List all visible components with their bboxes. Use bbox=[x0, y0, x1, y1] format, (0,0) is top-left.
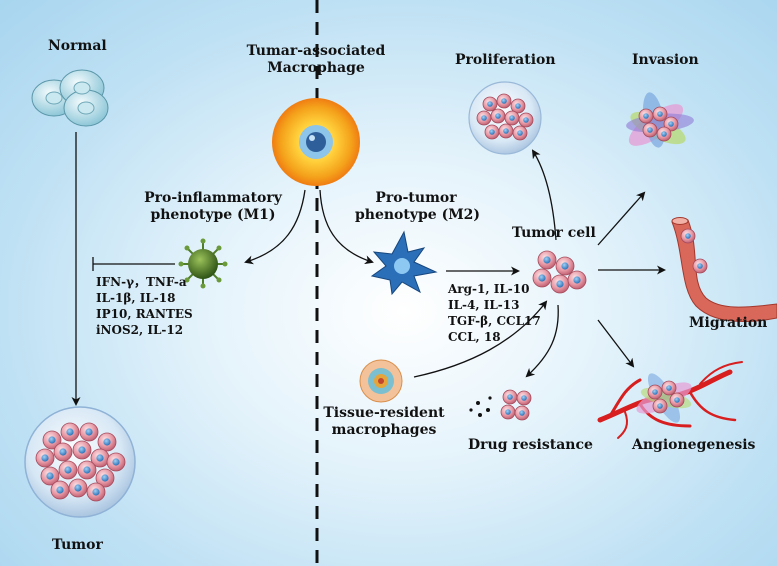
to-drug-resistance-arrow bbox=[525, 304, 559, 378]
migration-label: Migration bbox=[689, 315, 768, 331]
invasion-label: Invasion bbox=[632, 52, 699, 68]
tissue-resident-label: Tissue-resident macrophages bbox=[323, 405, 445, 438]
to-angiogenesis-arrow bbox=[597, 319, 635, 368]
tissue-to-tumor-arrow bbox=[413, 300, 548, 378]
m1-factor: IL-1β, IL-18 bbox=[96, 291, 176, 305]
m2-phenotype-label: Pro-tumor phenotype (M2) bbox=[355, 190, 481, 223]
tam-macrophage-icon bbox=[272, 98, 360, 186]
m1-phenotype-label: Pro-inflammatory phenotype (M1) bbox=[144, 190, 282, 223]
angiogenesis-icon bbox=[597, 361, 743, 439]
m2-factor: CCL, 18 bbox=[448, 330, 501, 344]
tumor-cell-label: Tumor cell bbox=[512, 225, 596, 241]
migration-vessel-icon bbox=[671, 217, 777, 323]
tam-to-m2-arrow bbox=[319, 189, 374, 265]
to-invasion-arrow bbox=[597, 191, 646, 246]
tumor-cell-cluster-icon bbox=[532, 250, 587, 294]
drug-resistance-label: Drug resistance bbox=[468, 437, 593, 453]
proliferation-label: Proliferation bbox=[455, 52, 556, 68]
tam-to-m1-arrow bbox=[244, 189, 306, 265]
m1-macrophage-icon bbox=[178, 238, 228, 289]
tumor-sphere-icon bbox=[24, 406, 136, 518]
proliferation-sphere-icon bbox=[468, 81, 542, 155]
normal-label: Normal bbox=[48, 38, 107, 54]
m1-factor: iNOS2, IL-12 bbox=[96, 323, 184, 337]
normal-cells-icon bbox=[31, 69, 109, 127]
angiogenesis-label: Angionegenesis bbox=[632, 437, 756, 453]
m2-factor: IL-4, IL-13 bbox=[448, 298, 520, 312]
invasion-icon bbox=[626, 92, 694, 148]
m2-macrophage-icon bbox=[370, 230, 438, 296]
m2-factor: Arg-1, IL-10 bbox=[448, 282, 530, 296]
drug-resistance-icon bbox=[469, 389, 532, 421]
tam-label: Tumar-associated Macrophage bbox=[246, 43, 386, 76]
tumor-label: Tumor bbox=[52, 537, 103, 553]
m2-factor: TGF-β, CCL17 bbox=[448, 314, 541, 328]
m2-factors-list: Arg-1, IL-10 IL-4, IL-13 TGF-β, CCL17 CC… bbox=[448, 281, 541, 345]
m1-factor: IP10, RANTES bbox=[96, 307, 193, 321]
to-proliferation-arrow bbox=[531, 149, 557, 241]
m1-factors-list: IFN-γ，TNF-a IL-1β, IL-18 IP10, RANTES iN… bbox=[96, 274, 193, 338]
tissue-resident-macrophage-icon bbox=[359, 359, 403, 403]
m1-factor: IFN-γ，TNF-a bbox=[96, 275, 187, 289]
